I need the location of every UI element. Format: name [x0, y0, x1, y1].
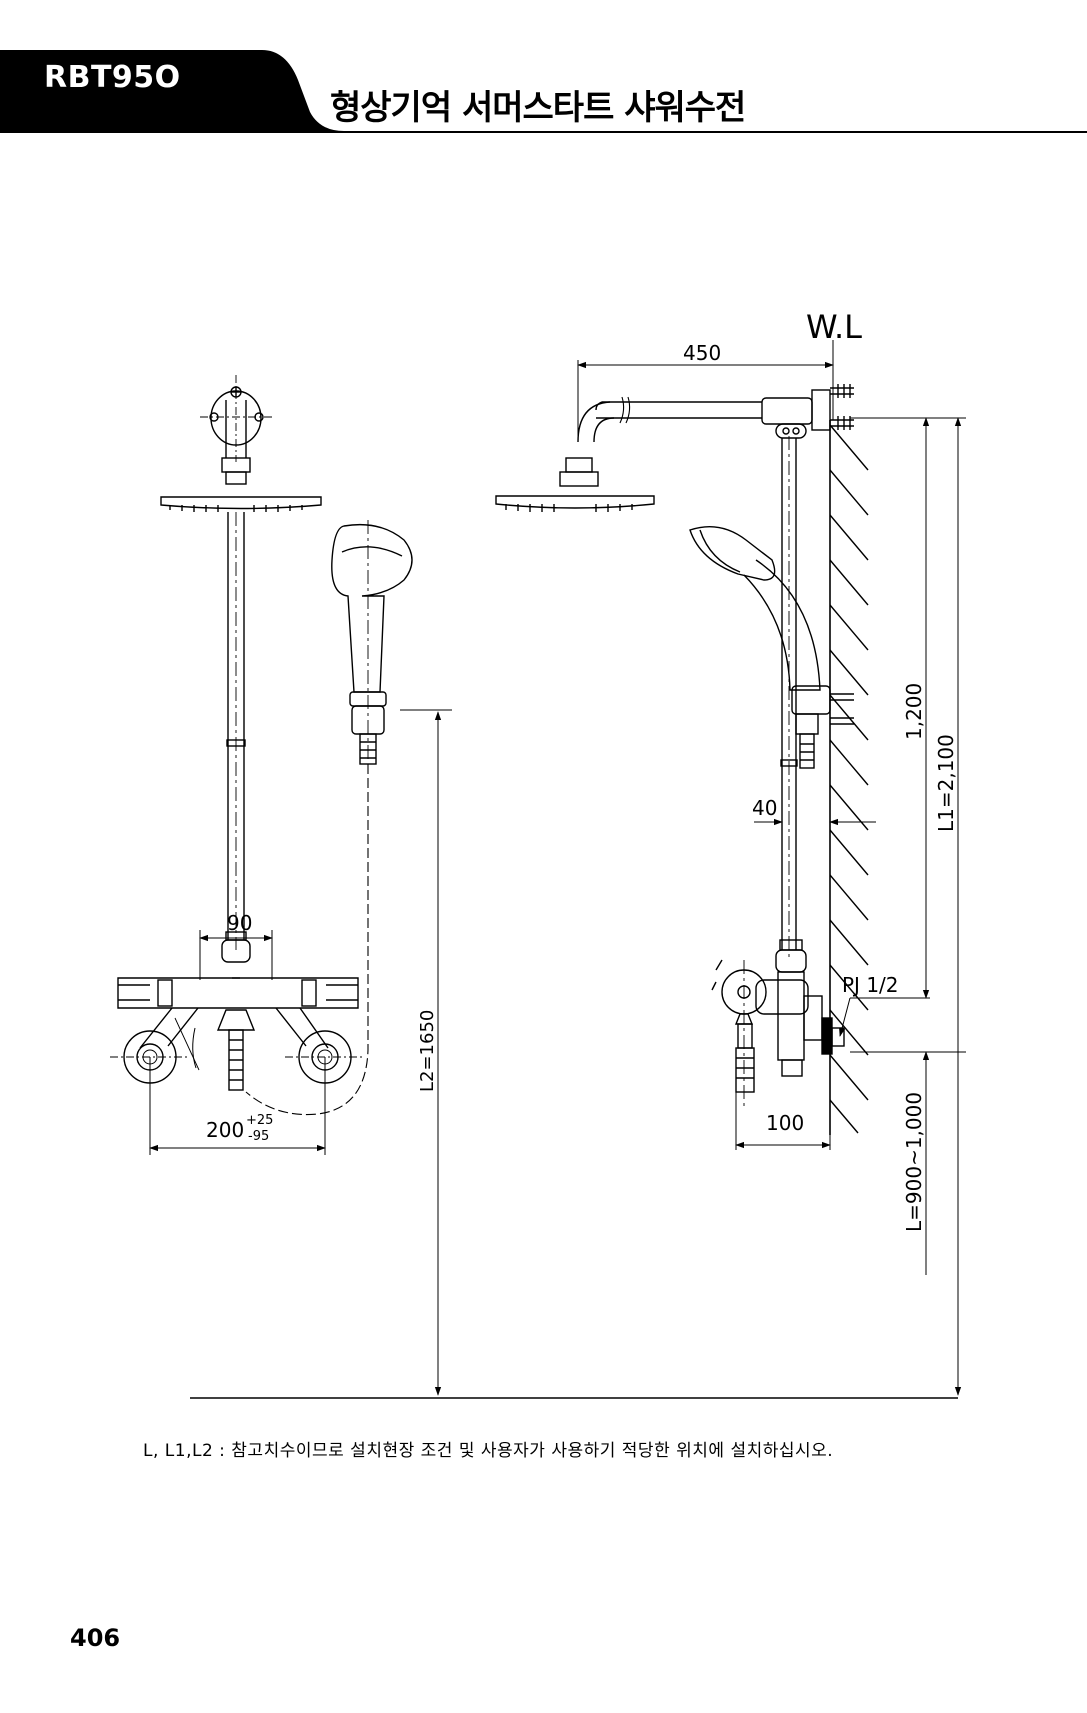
dim-100: 100 [766, 1111, 804, 1135]
dim-L: L=900~1,000 [902, 1092, 926, 1232]
front-view [110, 375, 413, 1116]
dim-pj: PJ 1/2 [842, 973, 899, 997]
dim-L1: L1=2,100 [934, 734, 958, 832]
dim-90: 90 [227, 911, 252, 935]
page-title: 형상기억 서머스타트 샤워수전 [330, 88, 746, 128]
page-number: 406 [70, 1624, 121, 1652]
dimension-lines [149, 340, 966, 1399]
dim-200-plus: +25 [246, 1113, 273, 1128]
dim-450: 450 [683, 341, 721, 365]
header-tab [0, 50, 1087, 133]
side-view [495, 384, 869, 1135]
installation-note: L, L1,L2 : 참고치수이므로 설치현장 조건 및 사용자가 사용하기 적… [143, 1441, 834, 1461]
dim-200-minus: -95 [248, 1129, 269, 1144]
wall-line-label: W.L [806, 308, 862, 346]
model-number: RBT95O [44, 60, 181, 95]
dim-200: 200 [206, 1118, 244, 1142]
dim-40: 40 [752, 796, 777, 820]
dim-1200: 1,200 [902, 683, 926, 740]
dim-L2: L2=1650 [417, 1010, 438, 1092]
